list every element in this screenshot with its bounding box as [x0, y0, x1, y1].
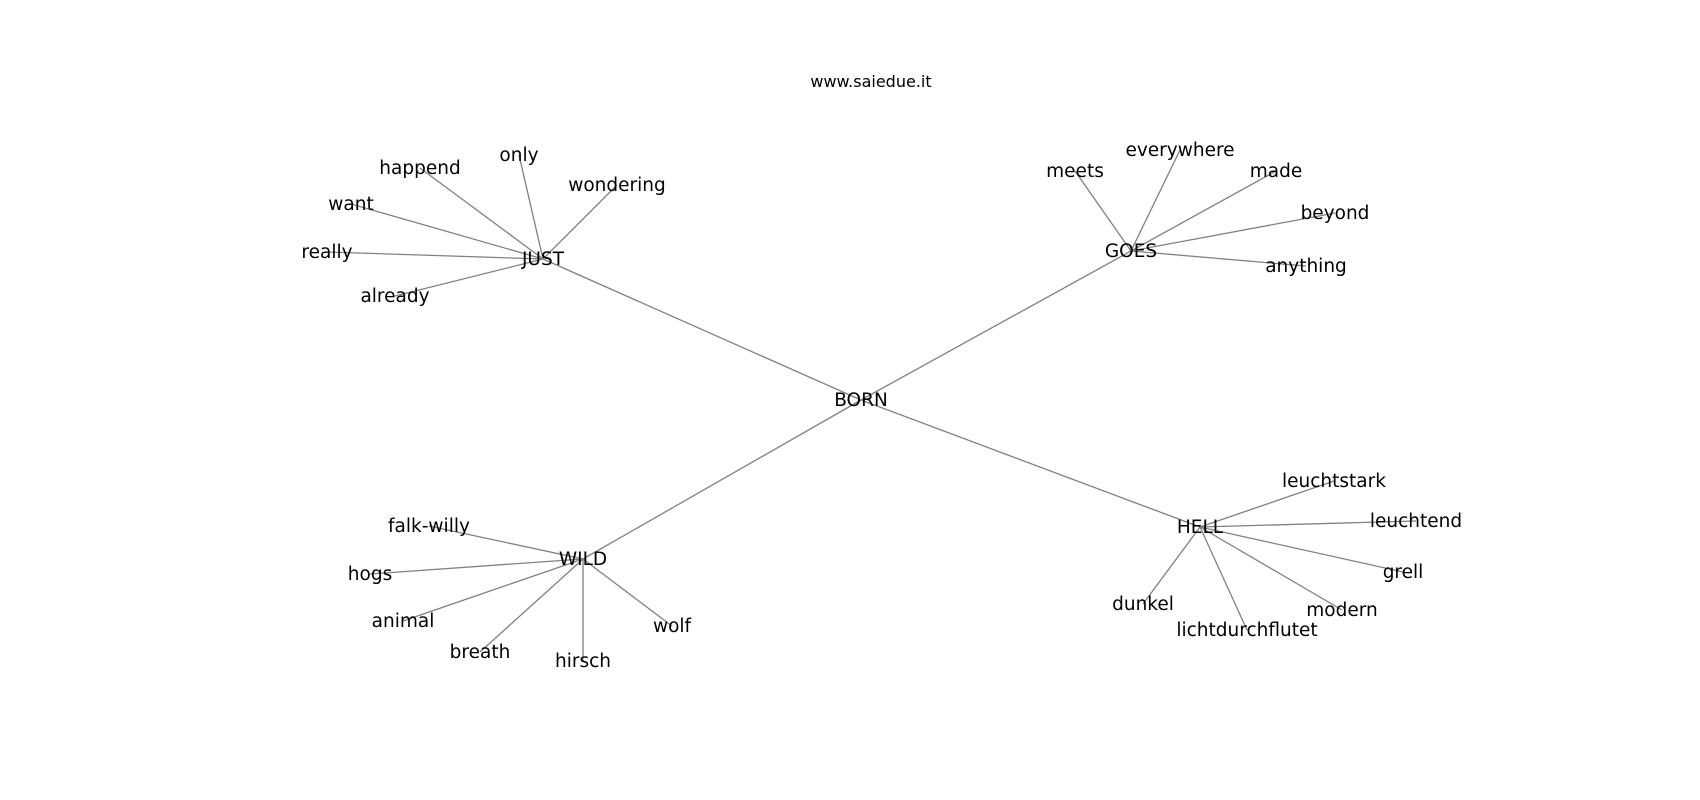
edge-wild-animal — [402, 558, 584, 622]
node-label-really: really — [301, 242, 352, 263]
edge-just-really — [326, 251, 544, 260]
node-label-born: BORN — [834, 390, 888, 411]
edge-hell-leuchtend — [1199, 520, 1417, 528]
node-label-hogs: hogs — [348, 564, 392, 585]
node-label-leuchtstark: leuchtstark — [1282, 471, 1386, 492]
node-label-made: made — [1250, 161, 1302, 182]
node-label-already: already — [360, 286, 429, 307]
node-label-grell: grell — [1383, 562, 1424, 583]
edge-goes-made — [1130, 170, 1277, 252]
node-label-wild: WILD — [559, 549, 607, 570]
edge-just-already — [394, 258, 544, 297]
edge-wild-breath — [479, 558, 584, 653]
node-label-falk-willy: falk-willy — [388, 516, 470, 537]
node-label-meets: meets — [1046, 161, 1104, 182]
edge-goes-everywhere — [1130, 149, 1181, 252]
node-label-only: only — [499, 145, 538, 166]
edge-born-hell — [860, 399, 1201, 528]
edge-hell-dunkel — [1142, 526, 1201, 605]
node-label-happend: happend — [379, 158, 460, 179]
edge-hell-lichtdurchflutet — [1199, 526, 1248, 631]
node-label-anything: anything — [1265, 256, 1347, 277]
watermark-title: www.saiedue.it — [810, 72, 931, 91]
edge-just-only — [518, 154, 544, 260]
edge-hell-leuchtstark — [1199, 480, 1335, 528]
node-label-just: JUST — [521, 249, 565, 270]
edge-born-wild — [582, 399, 862, 560]
edge-hell-modern — [1199, 526, 1343, 611]
node-label-goes: GOES — [1105, 241, 1157, 262]
edges-layer — [326, 149, 1417, 661]
node-label-wolf: wolf — [653, 616, 692, 637]
edge-just-wondering — [542, 184, 618, 260]
node-label-lichtdurchflutet: lichtdurchflutet — [1176, 620, 1317, 641]
edge-goes-meets — [1074, 170, 1132, 252]
node-label-breath: breath — [450, 642, 511, 663]
edge-goes-anything — [1130, 250, 1307, 267]
node-label-animal: animal — [372, 611, 435, 632]
node-label-everywhere: everywhere — [1125, 140, 1234, 161]
edge-just-want — [350, 203, 544, 260]
node-label-want: want — [328, 194, 373, 215]
edge-just-happend — [419, 167, 544, 260]
edge-born-goes — [860, 250, 1132, 401]
node-label-wondering: wondering — [568, 175, 666, 196]
node-label-hirsch: hirsch — [555, 651, 611, 672]
edge-born-just — [542, 258, 862, 401]
node-label-leuchtend: leuchtend — [1370, 511, 1462, 532]
edge-hell-grell — [1199, 526, 1404, 573]
labels-layer: BORN JUST GOES WILD HELL happend only wondering… — [301, 140, 1462, 672]
node-label-hell: HELL — [1177, 517, 1224, 538]
edge-wild-falk-willy — [428, 525, 584, 560]
node-label-beyond: beyond — [1301, 203, 1370, 224]
edge-wild-hogs — [369, 558, 584, 575]
edge-goes-beyond — [1130, 212, 1336, 252]
node-label-dunkel: dunkel — [1112, 594, 1174, 615]
edge-wild-wolf — [582, 558, 673, 627]
node-label-modern: modern — [1306, 600, 1377, 621]
